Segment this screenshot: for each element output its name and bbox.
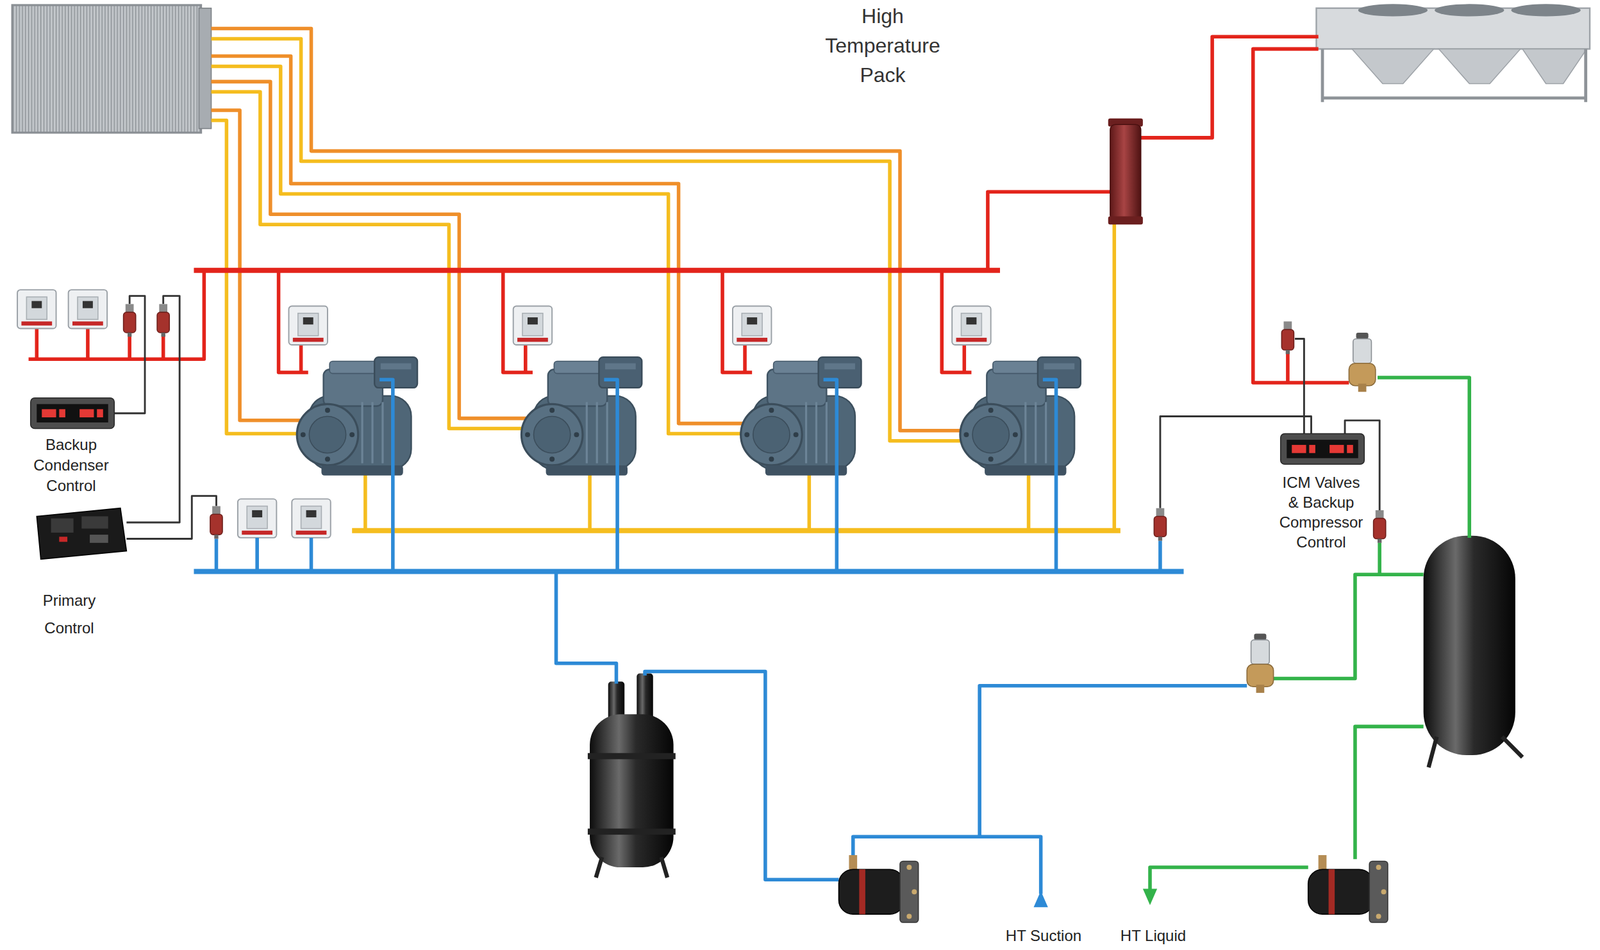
gas-cooler (1316, 3, 1590, 102)
suction-pipe (556, 571, 617, 684)
suction-accumulator (587, 673, 676, 878)
flow-arrowhead (1142, 888, 1158, 905)
pressure-transmitter (1153, 508, 1167, 542)
pressure-transmitter (1281, 321, 1294, 354)
coil-header (198, 8, 211, 129)
separator-cap (1108, 216, 1143, 225)
pressure-switch (17, 289, 56, 329)
liquid-receiver (1423, 535, 1523, 768)
compressor (960, 357, 1081, 476)
pressure-switch (288, 306, 327, 345)
suction-pipe (823, 379, 838, 572)
gas-cooler-hopper (1438, 48, 1520, 84)
liquid-pipe (1377, 377, 1470, 538)
suction-pipe (603, 379, 618, 572)
pressure-switch (951, 306, 991, 345)
coil-pipe (211, 66, 749, 434)
controller-display (30, 398, 115, 429)
receiver-leg (1428, 736, 1523, 768)
discharge-pipe (1285, 351, 1290, 383)
controller-display (1280, 433, 1365, 465)
coil-pipe (211, 120, 305, 434)
flow-arrowhead (1033, 891, 1049, 908)
component-label: HT Liquid (1120, 926, 1186, 946)
primary-controller (36, 508, 127, 560)
piping (28, 28, 1350, 531)
receiver-body (1423, 535, 1516, 756)
control-wire (114, 296, 145, 414)
component-label: Primary Control (29, 586, 110, 642)
condenser-coil (12, 5, 211, 133)
component-label: Backup Condenser Control (23, 434, 120, 497)
compressor (741, 357, 862, 476)
piping (114, 296, 1470, 895)
pressure-transmitter (1373, 510, 1386, 543)
separator-body (1110, 124, 1142, 221)
control-wire (126, 496, 217, 540)
icm-valve (1348, 332, 1375, 392)
gas-cooler-fan (1434, 3, 1504, 17)
controller-led (58, 536, 68, 542)
pressure-switch (237, 498, 277, 538)
liquid-pipe (1150, 867, 1309, 890)
accumulator-band (587, 753, 676, 760)
suction-filter (838, 855, 918, 923)
control-wire (1294, 338, 1304, 434)
oil-pipe (365, 471, 1029, 531)
gas-cooler-frame (1322, 48, 1586, 102)
accumulator-stem (636, 673, 653, 721)
liquid-pipe (1377, 542, 1382, 575)
pressure-switch (732, 306, 772, 345)
liquid-pipe (1355, 726, 1424, 859)
oil-separator (1108, 118, 1143, 225)
controller-housing (36, 508, 127, 560)
controller-module (81, 516, 108, 529)
suction-pipe (1042, 379, 1057, 572)
accumulator-band (587, 828, 676, 836)
suction-pipe (379, 379, 393, 572)
liquid-filter (1308, 855, 1388, 923)
gas-cooler-fan (1511, 3, 1581, 17)
component-label: ICM Valves & Backup Compressor Control (1276, 472, 1367, 552)
gas-cooler-hopper (1351, 48, 1434, 84)
component-label: HT Suction (1005, 926, 1082, 946)
pressure-switch (68, 289, 108, 329)
suction-pipe (644, 671, 839, 880)
discharge-pipe (1253, 48, 1350, 383)
pack-title: High Temperature Pack (808, 1, 958, 90)
gas-cooler-hopper (1522, 48, 1587, 84)
pressure-transmitter (210, 506, 223, 540)
compressor (296, 357, 418, 476)
oil-header (351, 528, 1121, 534)
accumulator-leg (596, 857, 668, 878)
coil-fins (12, 5, 201, 133)
pressure-transmitter (123, 303, 136, 337)
accumulator-body (589, 714, 674, 868)
suction-header (193, 568, 1184, 574)
controller-module (51, 518, 74, 533)
gas-cooler-fan (1358, 3, 1428, 17)
suction-pipe (216, 537, 1160, 572)
suction-pipe (979, 685, 1247, 838)
pressure-switch (291, 498, 331, 538)
icm-valve (1246, 633, 1274, 693)
controller-module (89, 534, 109, 543)
liquid-pipe (1272, 574, 1424, 679)
pressure-transmitter (157, 303, 170, 337)
discharge-pipe (1138, 36, 1318, 138)
pressure-switch (513, 306, 552, 345)
discharge-pipe (987, 191, 1113, 271)
oil-pipe (1112, 219, 1117, 531)
discharge-header (193, 267, 1000, 274)
compressor (521, 357, 642, 476)
